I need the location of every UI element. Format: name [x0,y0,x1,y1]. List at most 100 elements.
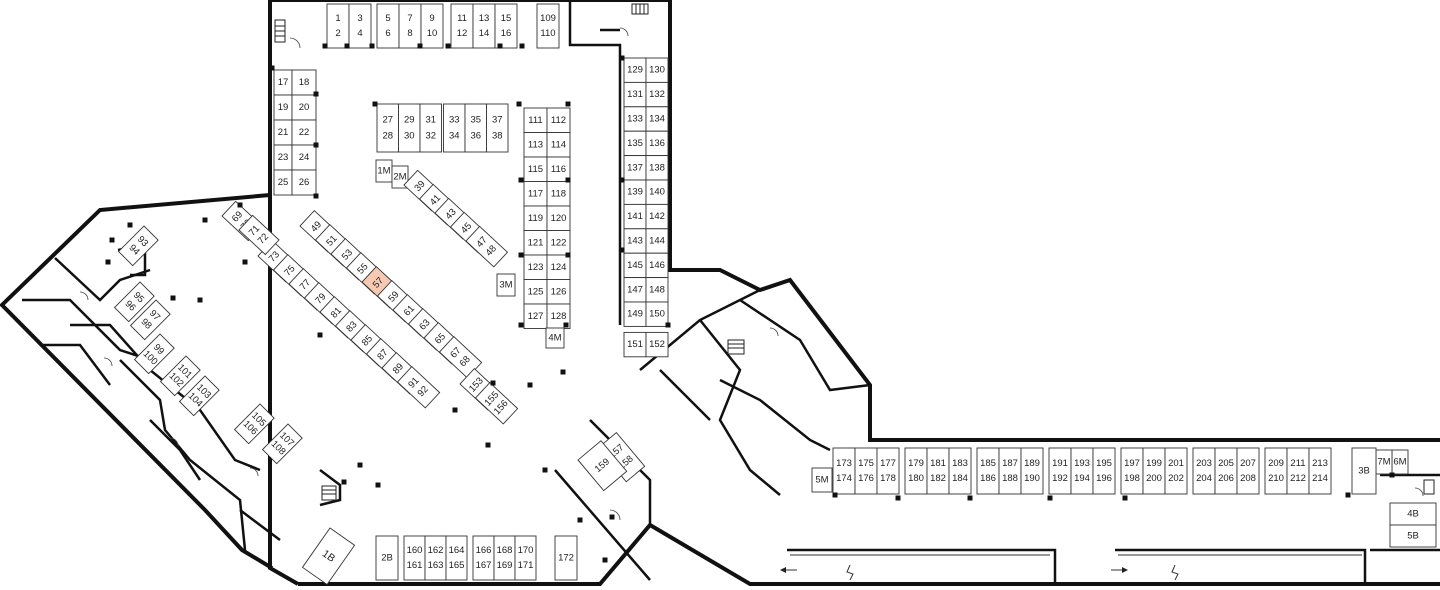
parking-slot[interactable]: 3B [1351,447,1377,495]
parking-slot[interactable]: 34 [348,3,372,49]
parking-slot[interactable]: 137 [623,155,647,181]
parking-slot[interactable]: 7M [1375,449,1393,475]
parking-slot[interactable]: 124 [546,254,571,280]
parking-slot[interactable]: 145 [623,252,647,279]
parking-slot[interactable]: 127 [523,303,548,329]
parking-slot[interactable]: 18 [291,69,317,96]
parking-slot[interactable]: 135 [623,130,647,157]
parking-slot[interactable]: 111 [523,107,548,133]
parking-slot[interactable]: 12 [326,3,350,49]
parking-slot[interactable]: 4M [545,327,565,349]
parking-slot[interactable]: 150 [645,301,669,327]
parking-slot[interactable]: 132 [645,81,669,108]
parking-slot[interactable]: 56 [376,3,400,49]
parking-slot[interactable]: 2B [375,535,399,581]
parking-slot[interactable]: 133 [623,106,647,132]
parking-slot[interactable]: 1B [301,527,356,586]
parking-slot[interactable]: 122 [546,230,571,256]
parking-slot[interactable]: 147 [623,277,647,303]
parking-slot[interactable]: 152 [645,331,669,358]
parking-slot[interactable]: 1M [375,159,393,183]
parking-slot[interactable]: 131 [623,81,647,108]
parking-slot[interactable]: 146 [645,252,669,279]
parking-slot[interactable]: 144 [645,228,669,254]
parking-slot[interactable]: 118 [546,181,571,207]
parking-slot[interactable]: 22 [291,119,317,146]
parking-slot[interactable]: 129 [623,57,647,83]
parking-slot[interactable]: 142 [645,203,669,230]
parking-slot[interactable]: 117 [523,181,548,207]
parking-slot[interactable]: 24 [291,144,317,171]
parking-slot[interactable]: 141 [623,203,647,230]
parking-slot[interactable]: 112 [546,107,571,133]
parking-slot[interactable]: 159 [577,440,628,492]
parking-slot[interactable]: 2M [391,165,409,189]
parking-slot[interactable]: 6M [1391,449,1409,475]
parking-slot[interactable]: 3M [496,273,516,297]
parking-slot[interactable]: 148 [645,277,669,303]
parking-slot[interactable]: 134 [645,106,669,132]
parking-slot[interactable]: 23 [273,144,293,171]
parking-slot[interactable]: 114 [546,132,571,158]
parking-slot[interactable]: 17 [273,69,293,96]
parking-slot[interactable]: 21 [273,119,293,146]
parking-slot[interactable]: 26 [291,169,317,196]
parking-slot[interactable]: 910 [420,3,444,49]
parking-slot[interactable]: 172 [554,535,578,581]
parking-slot[interactable]: 151 [623,331,647,358]
parking-slot[interactable]: 20 [291,94,317,121]
parking-slot[interactable]: 126 [546,279,571,305]
parking-slot[interactable]: 4B [1389,502,1437,526]
parking-slot[interactable]: 25 [273,169,293,196]
parking-slot[interactable]: 120 [546,205,571,231]
parking-slot[interactable]: 138 [645,155,669,181]
parking-slot[interactable]: 121 [523,230,548,256]
parking-slot[interactable]: 116 [546,156,571,182]
parking-slot[interactable]: 113 [523,132,548,158]
parking-slot[interactable]: 5M [811,467,833,493]
